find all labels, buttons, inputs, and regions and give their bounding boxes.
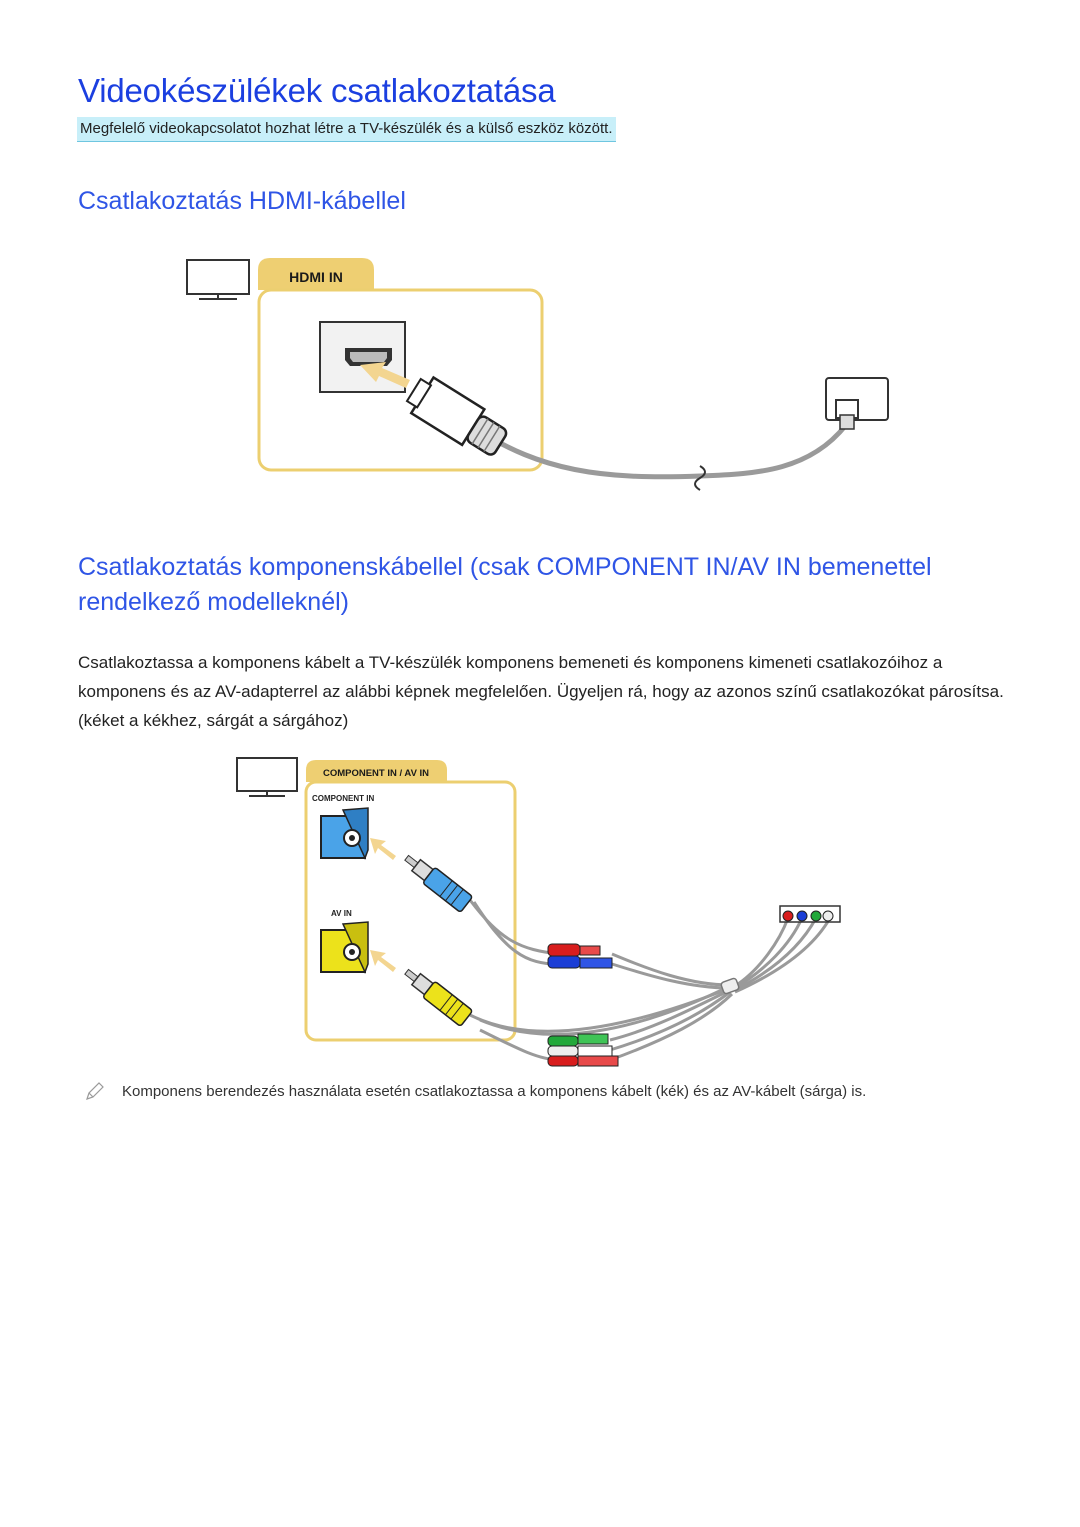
hdmi-port-icon <box>319 321 406 393</box>
hdmi-cable <box>476 423 848 480</box>
red-blue-coupler-icon <box>547 943 613 969</box>
yellow-plug-icon <box>404 968 473 1027</box>
hdmi-in-label: HDMI IN <box>289 269 343 285</box>
cable-break-icon <box>694 465 706 491</box>
component-instructions: Csatlakoztassa a komponens kábelt a TV-k… <box>78 653 1004 730</box>
cable-bundle <box>468 899 832 1062</box>
pencil-icon <box>86 1082 104 1100</box>
component-diagram: COMPONENT IN / AV IN COMPONENT IN AV IN <box>236 757 841 1067</box>
insert-arrow-icon <box>370 950 396 972</box>
hdmi-section-heading: Csatlakoztatás HDMI-kábellel <box>78 187 406 215</box>
av-in-jack-icon <box>320 921 369 974</box>
insert-arrow-icon <box>370 838 396 860</box>
external-device-icon <box>825 377 889 430</box>
cable-splitter <box>720 977 740 995</box>
hdmi-diagram: HDMI IN <box>186 258 889 491</box>
component-av-tab-label: COMPONENT IN / AV IN <box>323 768 429 779</box>
external-device-connector-icon <box>779 905 841 923</box>
component-in-label: COMPONENT IN <box>312 794 374 803</box>
hdmi-plug-icon <box>405 375 508 456</box>
intro-text: Megfelelő videokapcsolatot hozhat létre … <box>77 117 616 142</box>
tv-icon <box>236 757 298 797</box>
rgb-coupler-icon <box>547 1033 619 1067</box>
note-text: Komponens berendezés használata esetén c… <box>122 1083 867 1100</box>
hdmi-in-tab <box>258 258 374 290</box>
page-title: Videokészülékek csatlakoztatása <box>78 72 556 109</box>
component-section-heading: Csatlakoztatás komponenskábellel (csak C… <box>78 553 932 616</box>
component-in-jack-icon <box>320 807 369 860</box>
component-av-tab <box>306 760 447 782</box>
insert-arrow-icon <box>360 362 410 388</box>
blue-plug-icon <box>404 854 473 913</box>
av-in-label: AV IN <box>331 909 352 918</box>
tv-icon <box>186 259 250 300</box>
